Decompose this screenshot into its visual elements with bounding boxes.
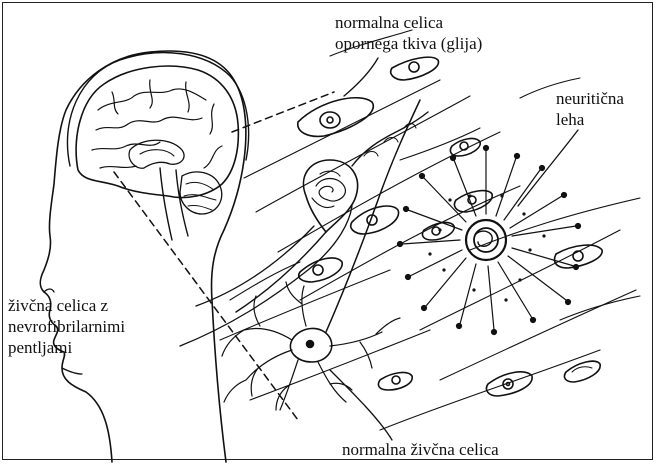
neuritic-plaque [398, 146, 581, 335]
label-normal-glial-cell: normalna celica opornega tkiva (glija) [335, 12, 482, 54]
label-glia-line-1: normalna celica [335, 12, 482, 33]
label-tangle-line-3: pentljami [8, 337, 125, 358]
brain [67, 53, 248, 240]
label-plaque-line-1: neuritična [556, 88, 624, 109]
label-plaque-line-2: leha [556, 109, 624, 130]
label-tangle-line-1: živčna celica z [8, 295, 125, 316]
label-neuron-line-1: normalna živčna celica [342, 439, 499, 460]
label-neuron-with-tangles: živčna celica z nevrofibrilarnimi pentlj… [8, 295, 125, 358]
label-normal-neuron: normalna živčna celica [342, 439, 499, 460]
label-tangle-line-2: nevrofibrilarnimi [8, 316, 125, 337]
label-glia-line-2: opornega tkiva (glija) [335, 33, 482, 54]
label-neuritic-plaque: neuritična leha [556, 88, 624, 130]
normal-neuron [222, 100, 420, 410]
